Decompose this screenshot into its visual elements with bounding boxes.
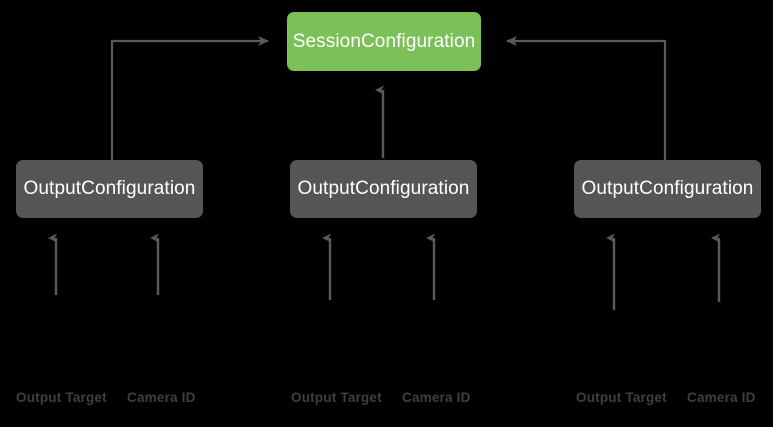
leaf-label-output-target-2: Output Target bbox=[291, 390, 382, 405]
node-session-configuration[interactable]: SessionConfiguration bbox=[287, 12, 481, 71]
edge-output1-to-session bbox=[110, 36, 269, 160]
leaf-label-camera-id-3: Camera ID bbox=[687, 390, 756, 405]
edge-output3-to-session bbox=[506, 36, 667, 160]
node-output-configuration-1[interactable]: OutputConfiguration bbox=[16, 160, 203, 218]
leaf-label-output-target-3: Output Target bbox=[576, 390, 667, 405]
leaf-label-camera-id-2: Camera ID bbox=[402, 390, 471, 405]
leaf-label-output-target-1: Output Target bbox=[16, 390, 107, 405]
node-output-configuration-2[interactable]: OutputConfiguration bbox=[290, 160, 477, 218]
leaf-label-camera-id-1: Camera ID bbox=[127, 390, 196, 405]
node-output-configuration-3[interactable]: OutputConfiguration bbox=[574, 160, 761, 218]
